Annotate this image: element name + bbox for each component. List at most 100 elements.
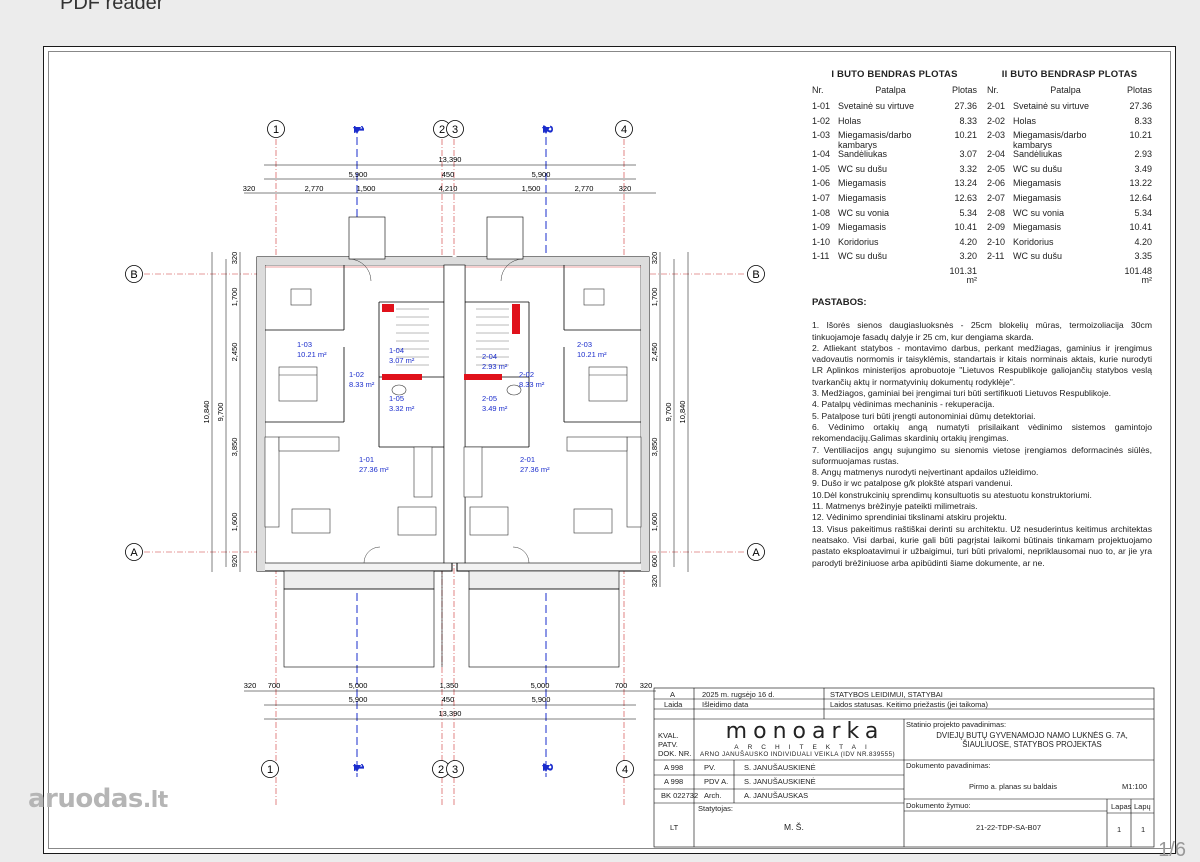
section-label: 1: [350, 125, 367, 133]
room-id: 1-02: [349, 370, 364, 379]
col-header: Patalpa: [1050, 85, 1081, 95]
room-area: 2.93 m²: [482, 362, 508, 371]
cell-nr: 1-07: [812, 192, 831, 203]
label-sheet: Lapas: [1111, 802, 1132, 811]
cell-room: Miegamasis: [1013, 222, 1062, 233]
dimension-text-right: 320 1,700 2,450 3,850 1,600 600 320 9,70…: [650, 252, 687, 588]
cell-nr: 1-01: [812, 101, 831, 111]
furniture: [264, 288, 642, 536]
cell-room: Holas: [838, 115, 862, 126]
axis-markers-side: B B A A: [125, 265, 765, 561]
room-labels: 1-03 10.21 m² 1-02 8.33 m² 1-04 3.07 m² …: [297, 340, 607, 474]
note-item: 3. Medžiagos, gaminiai bei įrengimai tur…: [812, 388, 1112, 399]
cell-room: Miegamasis: [838, 192, 887, 203]
axis-label: 4: [622, 764, 628, 776]
svg-text:320: 320: [640, 681, 653, 690]
svg-text:2,450: 2,450: [650, 343, 659, 362]
axis-label: 1: [273, 124, 279, 136]
dimension-text-left: 10,840 9,700 320 1,700 2,450 3,850 1,600…: [202, 252, 239, 568]
staff-doc: A 998: [664, 763, 684, 772]
cell-area: 3.32: [959, 163, 977, 174]
note-item: 6. Vėdinimo ortakių angą numatyti prisil…: [812, 421, 1152, 444]
project-name: DVIEJŲ BUTŲ GYVENAMOJO NAMO LUKNĖS G. 7A…: [936, 731, 1128, 749]
axis-label: 3: [452, 124, 458, 136]
col-header: Nr.: [812, 85, 824, 95]
aruodas-watermark: aruodas.lt: [28, 784, 168, 814]
room-id: 1-04: [389, 346, 404, 355]
label-status: Laidos statusas. Keitimo priežastis (jei…: [830, 700, 988, 709]
axis-label: 1: [267, 764, 273, 776]
svg-text:10,840: 10,840: [202, 401, 211, 424]
cell-nr: 1-10: [812, 236, 831, 247]
cell-area: 12.64: [1129, 192, 1152, 203]
cell-room: WC su dušu: [1013, 251, 1063, 262]
note-item: 11. Matmenys brėžinyje pateikti milimetr…: [812, 501, 978, 512]
label-laida: Laida: [664, 700, 683, 709]
client-name: M. Š.: [784, 822, 804, 832]
label-project: Statinio projekto pavadinimas:: [906, 720, 1007, 729]
cell-room: WC su dušu: [838, 163, 888, 174]
cell-room: Miegamasis: [838, 222, 887, 233]
label-doc-code: Dokumento žymuo:: [906, 801, 971, 810]
cell-nr: 1-03: [812, 130, 831, 141]
cell-area: 27.36: [954, 101, 977, 111]
cell-room: Miegamasis/darbo kambarys: [1013, 130, 1087, 150]
svg-text:1,500: 1,500: [522, 184, 541, 193]
partitions: [265, 265, 641, 448]
cell-area: 3.49: [1134, 163, 1152, 174]
cell-area: 13.22: [1129, 178, 1152, 189]
svg-text:1,600: 1,600: [230, 513, 239, 532]
cell-area: 8.33: [1134, 115, 1152, 126]
cell-area: 10.41: [954, 222, 977, 233]
axis-label: 2: [438, 764, 444, 776]
firm-name: ARNO JANUŠAUSKO INDIVIDUALI VEIKLA (IDV …: [700, 751, 895, 758]
cell-room: WC su vonia: [838, 207, 890, 218]
staff-doc: A 998: [664, 777, 684, 786]
revision-status: STATYBOS LEIDIMUI, STATYBAI: [830, 690, 943, 699]
cell-room: Koridorius: [1013, 236, 1054, 247]
svg-text:3,850: 3,850: [230, 438, 239, 457]
svg-text:1,500: 1,500: [357, 184, 376, 193]
company-logo: monoarka ARCHITEKTAI: [720, 719, 890, 751]
cell-room: WC su dušu: [838, 251, 888, 262]
staff-name: A. JANUŠAUSKAS: [744, 791, 809, 800]
svg-text:13,390: 13,390: [439, 155, 462, 164]
logo-wordmark: monoarka: [725, 719, 885, 744]
cell-room: Holas: [1013, 115, 1037, 126]
section-label: 1: [350, 763, 367, 771]
dimension-text-bottom: 320 700 5,000 1,350 5,000 700 320 5,900 …: [244, 681, 653, 718]
room-area: 10.21 m²: [577, 350, 607, 359]
svg-text:320: 320: [650, 575, 659, 588]
cell-nr: 1-06: [812, 178, 831, 189]
cell-nr: 1-02: [812, 115, 831, 126]
room-area: 27.36 m²: [520, 465, 550, 474]
country-code: LT: [670, 823, 679, 832]
notes-heading: PASTABOS:: [812, 297, 867, 308]
cell-room: Sandėliukas: [1013, 149, 1063, 160]
note-item: 13. Visus pakeitimus raštiškai derinti s…: [812, 523, 1152, 568]
revision-letter: A: [670, 690, 676, 699]
axis-markers-top: 1 2 3 4: [267, 120, 633, 138]
cell-room: Miegamasis: [1013, 192, 1062, 203]
axis-markers-bottom: 1 2 3 4: [261, 760, 634, 778]
cell-area: 3.35: [1134, 251, 1152, 262]
svg-text:450: 450: [442, 170, 455, 179]
dimension-text-top: 13,390 5,900 450 5,900 320 2,770 1,500 4…: [243, 155, 632, 193]
cell-area: 13.24: [954, 178, 977, 189]
room-area: 3.49 m²: [482, 404, 508, 413]
